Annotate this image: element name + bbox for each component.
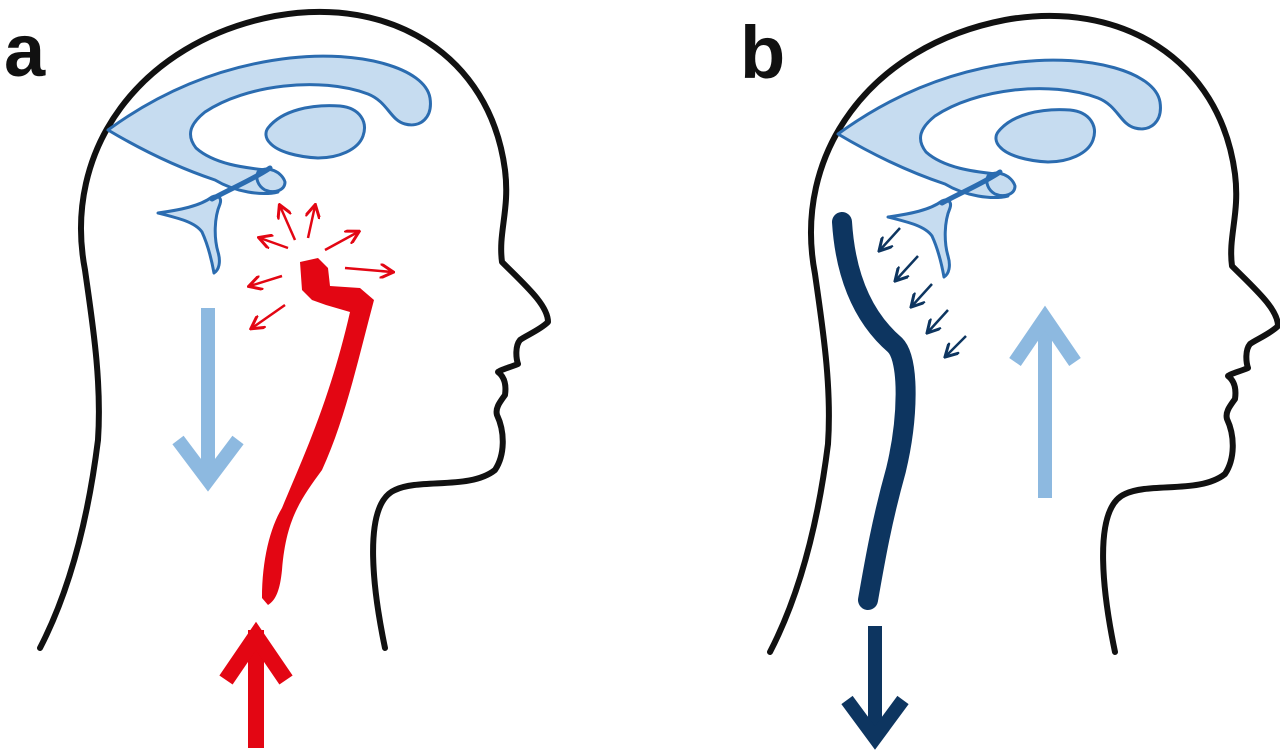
panel-b: b <box>740 11 1278 750</box>
panel-b-label: b <box>740 11 785 94</box>
panel-b-venous-outflow-arrow <box>841 626 909 750</box>
panel-a-arterial-vessel <box>262 258 374 605</box>
panel-a-arterial-inflow-arrow <box>219 621 293 748</box>
panel-b-csf-flow-arrow <box>1009 305 1081 498</box>
panel-a-csf-flow-arrow <box>172 308 244 492</box>
panel-b-drainage-arrows <box>880 227 967 356</box>
panel-a-label: a <box>4 9 46 92</box>
panel-a-pulsation-arrows <box>250 206 392 328</box>
panel-a-head-outline <box>40 12 548 648</box>
panel-a: a <box>4 9 548 748</box>
panel-b-venous-vessel <box>832 212 916 610</box>
panel-b-head-outline <box>770 16 1278 652</box>
